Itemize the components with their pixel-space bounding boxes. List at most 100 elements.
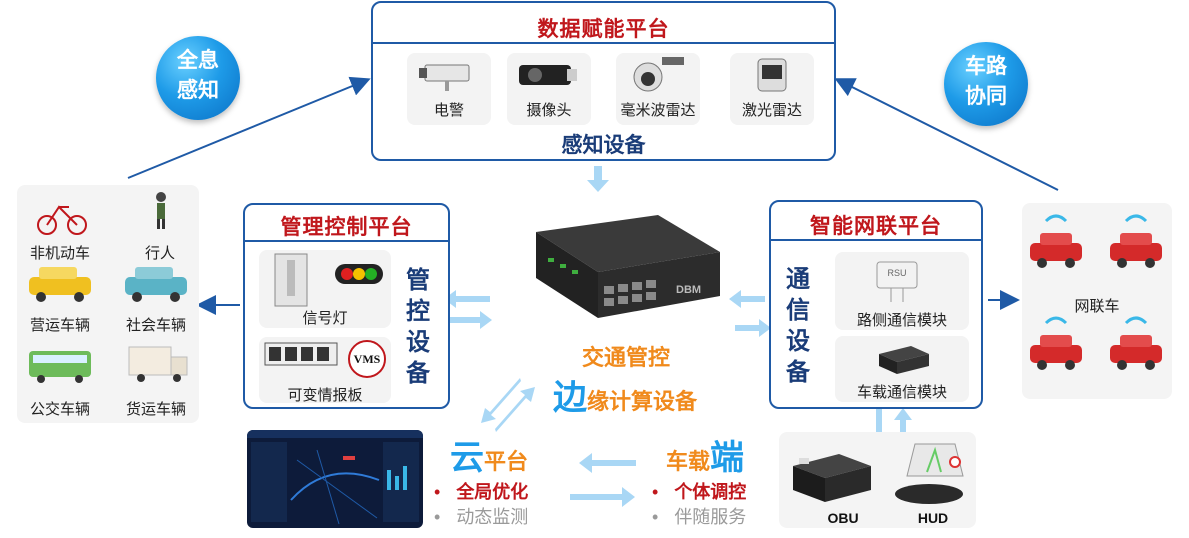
onboard-unit-icon bbox=[879, 346, 929, 374]
traffic-participants-panel: 非机动车 行人 营运车辆 社会车辆 公交车辆 货运车辆 bbox=[17, 185, 199, 423]
connected-vehicles-panel: 网联车 bbox=[1022, 203, 1172, 399]
traffic-control-text: 交通管控 bbox=[582, 345, 671, 370]
vertical-char: 通 bbox=[786, 266, 810, 293]
vehicle-end-title: 车载端 bbox=[666, 430, 744, 479]
vertical-char: 控 bbox=[406, 298, 430, 325]
roadside-unit-icon bbox=[876, 261, 918, 302]
cloud-rest-text: 平台 bbox=[484, 449, 529, 474]
vertical-char: 设 bbox=[406, 329, 430, 356]
device-label: 激光雷达 bbox=[741, 102, 802, 119]
vehicle-big-char: 端 bbox=[710, 439, 745, 477]
bullet-text: 动态监测 bbox=[456, 507, 529, 527]
bullet-text: 全局优化 bbox=[456, 482, 529, 502]
vertical-char: 备 bbox=[786, 359, 810, 386]
obu-device-icon bbox=[793, 454, 871, 502]
device-card-electronic-police: 电警 bbox=[407, 53, 491, 125]
participants-icons bbox=[29, 192, 188, 383]
mmwave-radar-icon bbox=[633, 57, 684, 92]
connected-vehicle-label: 网联车 bbox=[1074, 298, 1120, 315]
intelligent-connected-panel: 智能网联平台 通 信 设 备 RSU 路侧通信模块 车载通信模块 bbox=[769, 200, 983, 409]
obu-hud-icons bbox=[793, 443, 964, 504]
device-card-lidar: 激光雷达 bbox=[730, 53, 814, 125]
device-label: 摄像头 bbox=[526, 102, 572, 119]
participant-label: 社会车辆 bbox=[125, 317, 186, 334]
cloud-platform-title: 云平台 bbox=[450, 430, 528, 479]
vehicle-road-collaboration-badge: 车路 协同 bbox=[944, 42, 1028, 126]
badge-line: 协同 bbox=[965, 85, 1007, 108]
rsu-text: RSU bbox=[887, 268, 907, 278]
signal-cabinet-and-traffic-light-icon bbox=[274, 253, 383, 307]
device-brand-text: DBM bbox=[676, 284, 702, 296]
car-icon bbox=[125, 267, 187, 302]
panel-title: 智能网联平台 bbox=[810, 215, 942, 238]
participant-label: 货运车辆 bbox=[125, 401, 186, 418]
obu-label: OBU bbox=[827, 510, 859, 526]
title-divider bbox=[771, 239, 981, 241]
hud-device-icon bbox=[895, 443, 964, 504]
connected-car-icon bbox=[1110, 214, 1162, 268]
edge-computing-label: 边缘计算设备 bbox=[553, 370, 697, 419]
cloud-dashboard-screenshot bbox=[247, 430, 423, 528]
device-label: 毫米波雷达 bbox=[620, 102, 696, 119]
mgmt-vertical-label: 管 控 设 备 bbox=[403, 265, 433, 389]
bus-icon bbox=[29, 351, 91, 383]
iov-vertical-label: 通 信 设 备 bbox=[783, 264, 813, 388]
badge-line: 车路 bbox=[965, 55, 1007, 78]
holographic-perception-badge: 全息 感知 bbox=[156, 36, 240, 120]
card-label: 信号灯 bbox=[302, 310, 348, 327]
card-label: 车载通信模块 bbox=[856, 384, 947, 401]
camera-icon bbox=[519, 65, 577, 85]
bullet-text: 个体调控 bbox=[674, 482, 747, 502]
bicycle-icon bbox=[37, 205, 87, 235]
onboard-unit-card: 车载通信模块 bbox=[835, 336, 969, 402]
panel-subtitle: 感知设备 bbox=[561, 134, 646, 157]
vertical-char: 设 bbox=[786, 328, 810, 355]
taxi-icon bbox=[29, 267, 91, 302]
vertical-char: 管 bbox=[406, 267, 430, 294]
participant-label: 行人 bbox=[144, 245, 175, 262]
card-label: 路侧通信模块 bbox=[856, 312, 947, 329]
panel-title: 数据赋能平台 bbox=[537, 18, 670, 41]
hud-label: HUD bbox=[917, 510, 949, 526]
title-divider bbox=[373, 42, 834, 44]
management-control-panel: 管理控制平台 信号灯 VMS 可变情报板 管 控 设 备 bbox=[243, 203, 450, 409]
obu-hud-panel: OBU HUD bbox=[779, 432, 976, 528]
device-card-mmwave-radar: 毫米波雷达 bbox=[616, 53, 700, 125]
participant-label: 非机动车 bbox=[29, 245, 90, 262]
cloud-bullet-1: •全局优化 bbox=[434, 482, 529, 502]
connected-car-icon bbox=[1110, 316, 1162, 370]
roadside-unit-card: RSU 路侧通信模块 bbox=[835, 252, 969, 330]
cloud-big-char: 云 bbox=[450, 439, 484, 477]
variable-message-sign-card: VMS 可变情报板 bbox=[259, 337, 391, 404]
connected-cars-icons bbox=[1030, 214, 1162, 370]
vertical-char: 信 bbox=[786, 297, 810, 324]
card-label: 可变情报板 bbox=[287, 387, 363, 404]
device-card-camera: 摄像头 bbox=[507, 53, 591, 125]
vehicle-prefix-text: 车载 bbox=[666, 449, 711, 474]
connected-car-icon bbox=[1030, 316, 1082, 370]
badge-line: 全息 bbox=[177, 49, 219, 72]
vms-text: VMS bbox=[353, 352, 381, 366]
signal-light-card: 信号灯 bbox=[259, 250, 391, 328]
data-enablement-panel: 数据赋能平台 电警 摄像头 毫米波雷达 激光雷达 感知设备 bbox=[371, 1, 836, 161]
cloud-bullet-2: •动态监测 bbox=[434, 507, 529, 527]
perception-arrow bbox=[127, 76, 371, 179]
device-label: 电警 bbox=[433, 102, 464, 119]
participant-label: 公交车辆 bbox=[29, 401, 90, 418]
title-divider bbox=[245, 240, 448, 242]
vehicle-bullet-2: •伴随服务 bbox=[652, 507, 747, 527]
edge-big-char: 边 bbox=[553, 379, 587, 417]
panel-title: 管理控制平台 bbox=[280, 216, 413, 239]
participant-label: 营运车辆 bbox=[29, 317, 90, 334]
connected-car-icon bbox=[1030, 214, 1082, 268]
edge-rest-text: 缘计算设备 bbox=[587, 389, 698, 414]
lidar-icon bbox=[757, 58, 787, 92]
truck-icon bbox=[128, 346, 188, 382]
dashboard-map-icon bbox=[247, 430, 423, 525]
bullet-text: 伴随服务 bbox=[674, 507, 747, 527]
pedestrian-icon bbox=[156, 192, 166, 229]
electronic-police-camera-icon bbox=[419, 64, 470, 91]
vms-board-icon bbox=[264, 340, 386, 378]
v2x-arrow bbox=[834, 78, 1059, 191]
